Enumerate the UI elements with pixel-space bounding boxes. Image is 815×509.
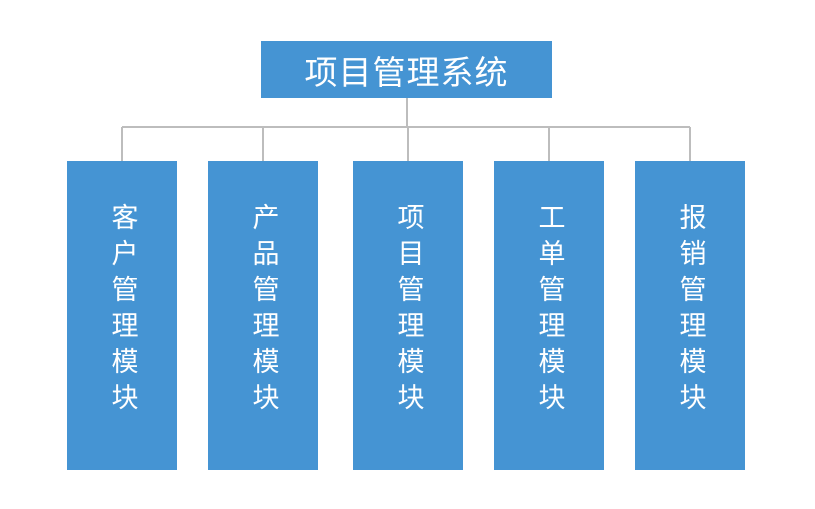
module-box-workorder: 工单管理模块 xyxy=(494,161,604,470)
root-node-label: 项目管理系统 xyxy=(304,52,509,92)
module-label-project: 项目管理模块 xyxy=(392,203,424,419)
module-label-expense: 报销管理模块 xyxy=(674,203,706,419)
module-label-workorder: 工单管理模块 xyxy=(533,203,565,419)
module-box-product: 产品管理模块 xyxy=(208,161,318,470)
module-box-customer: 客户管理模块 xyxy=(67,161,177,470)
module-box-expense: 报销管理模块 xyxy=(635,161,745,470)
root-node-box: 项目管理系统 xyxy=(261,41,552,98)
module-box-project: 项目管理模块 xyxy=(353,161,463,470)
module-label-product: 产品管理模块 xyxy=(247,203,279,419)
module-label-customer: 客户管理模块 xyxy=(106,203,138,419)
